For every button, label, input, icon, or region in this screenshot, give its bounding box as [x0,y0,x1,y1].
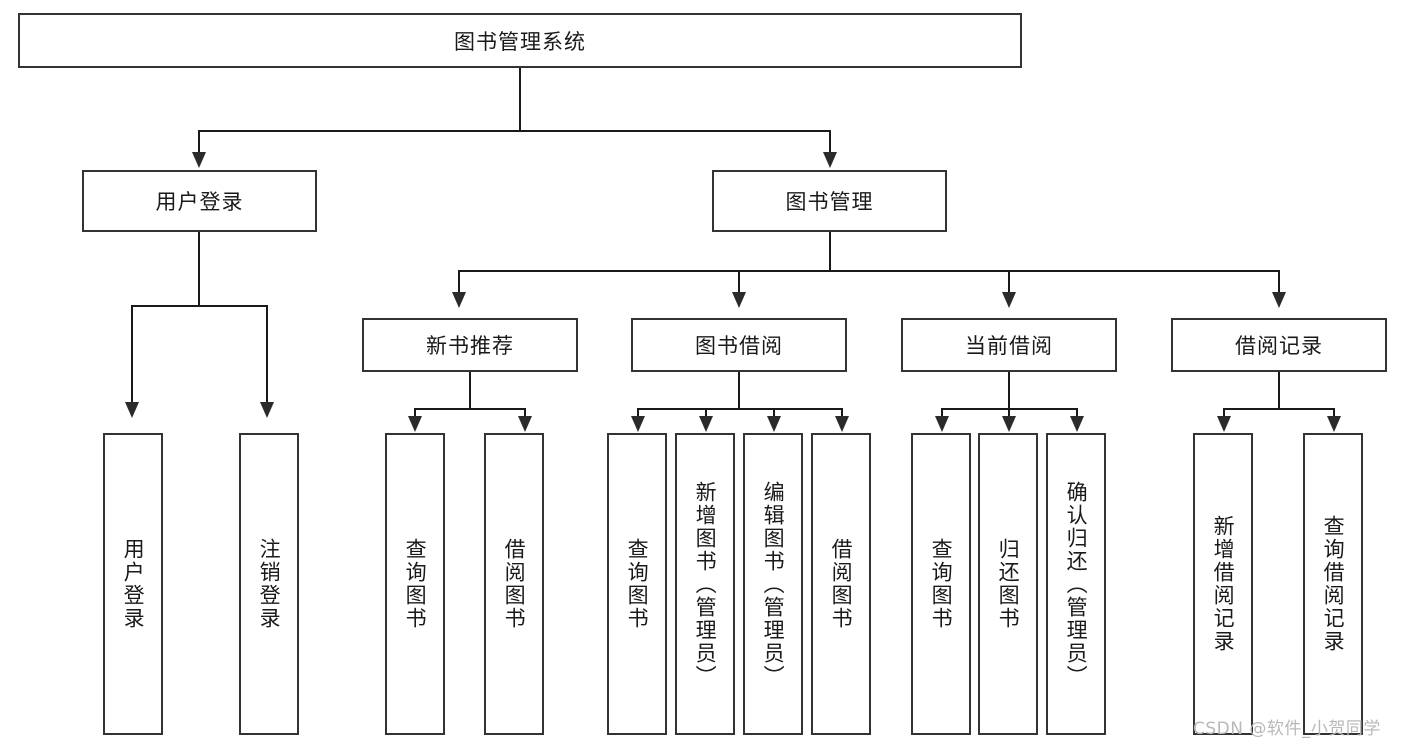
connector-bookmgmt-bus [458,270,1280,272]
leaf-add-borrow-record[interactable]: 新增借阅记录 [1193,433,1253,735]
arrowhead-leaf-query-book-1 [408,416,422,432]
leaf-user-login[interactable]: 用户登录 [103,433,163,735]
connector-borrow-drop-4 [841,408,843,418]
connector-login-drop-2 [266,305,268,404]
leaf-query-book-recommend[interactable]: 查询图书 [385,433,445,735]
node-book-management-label: 图书管理 [785,190,874,214]
connector-current-drop-1 [941,408,943,418]
connector-borrow-drop-1 [637,408,639,418]
connector-current-stem [1008,372,1010,408]
connector-bookmgmt-drop-3 [1008,270,1010,294]
leaf-return-book[interactable]: 归还图书 [978,433,1038,735]
arrowhead-leaf-add-record [1217,416,1231,432]
arrowhead-leaf-borrow-book-1 [518,416,532,432]
arrowhead-borrow [732,292,746,308]
connector-bookmgmt-stem [829,232,831,270]
node-book-borrow-label: 图书借阅 [695,334,783,358]
connector-login-bus [131,305,268,307]
arrowhead-leaf-user-login [125,402,139,418]
leaf-confirm-return[interactable]: 确认归还（管理员） [1046,433,1106,735]
leaf-edit-book-label: 编辑图书（管理员） [761,480,786,688]
node-root[interactable]: 图书管理系统 [18,13,1022,68]
connector-bookmgmt-drop-4 [1278,270,1280,294]
leaf-add-book[interactable]: 新增图书（管理员） [675,433,735,735]
connector-borrow-stem [738,372,740,408]
leaf-borrow-book-label: 借阅图书 [829,538,854,630]
node-book-management[interactable]: 图书管理 [712,170,947,232]
arrowhead-leaf-query-record [1327,416,1341,432]
connector-root-drop-bookmgmt [829,130,831,154]
connector-recommend-stem [469,372,471,408]
arrowhead-leaf-query-book-3 [935,416,949,432]
connector-bookmgmt-drop-2 [738,270,740,294]
arrowhead-bookmgmt [823,152,837,168]
leaf-return-book-label: 归还图书 [996,538,1021,630]
leaf-logout-label: 注销登录 [257,538,282,630]
connector-current-drop-3 [1076,408,1078,418]
arrowhead-leaf-edit-book [767,416,781,432]
arrowhead-login [192,152,206,168]
leaf-edit-book[interactable]: 编辑图书（管理员） [743,433,803,735]
arrowhead-leaf-query-book-2 [631,416,645,432]
connector-recommend-bus [414,408,526,410]
leaf-query-borrow-record[interactable]: 查询借阅记录 [1303,433,1363,735]
watermark: CSDN @软件_小贺同学 [1193,719,1381,739]
node-user-login-label: 用户登录 [155,190,244,214]
node-user-login[interactable]: 用户登录 [82,170,317,232]
connector-borrow-drop-2 [705,408,707,418]
connector-login-drop-1 [131,305,133,404]
leaf-query-book-recommend-label: 查询图书 [403,538,428,630]
leaf-query-borrow-record-label: 查询借阅记录 [1321,515,1346,653]
arrowhead-leaf-logout [260,402,274,418]
leaf-borrow-book[interactable]: 借阅图书 [811,433,871,735]
leaf-query-book-current-label: 查询图书 [929,538,954,630]
connector-records-bus [1223,408,1335,410]
node-borrow-records[interactable]: 借阅记录 [1171,318,1387,372]
connector-records-stem [1278,372,1280,408]
node-book-borrow[interactable]: 图书借阅 [631,318,847,372]
connector-borrow-drop-3 [773,408,775,418]
leaf-logout[interactable]: 注销登录 [239,433,299,735]
leaf-confirm-return-label: 确认归还（管理员） [1064,480,1089,688]
connector-login-stem [198,232,200,305]
connector-records-drop-2 [1333,408,1335,418]
arrowhead-recommend [452,292,466,308]
leaf-user-login-label: 用户登录 [121,538,146,630]
node-new-book-recommend-label: 新书推荐 [426,334,514,358]
connector-recommend-drop-2 [524,408,526,418]
arrowhead-leaf-add-book [699,416,713,432]
connector-root-drop-login [198,130,200,154]
leaf-query-book-current[interactable]: 查询图书 [911,433,971,735]
connector-root-bus [198,130,831,132]
node-borrow-records-label: 借阅记录 [1235,334,1323,358]
arrowhead-current [1002,292,1016,308]
leaf-borrow-book-recommend[interactable]: 借阅图书 [484,433,544,735]
connector-borrow-bus [637,408,843,410]
arrowhead-records [1272,292,1286,308]
arrowhead-leaf-borrow-book-2 [835,416,849,432]
leaf-borrow-book-recommend-label: 借阅图书 [502,538,527,630]
connector-root-stem [519,68,521,130]
node-new-book-recommend[interactable]: 新书推荐 [362,318,578,372]
leaf-query-book-borrow-label: 查询图书 [625,538,650,630]
leaf-add-book-label: 新增图书（管理员） [693,480,718,688]
arrowhead-leaf-return-book [1002,416,1016,432]
connector-bookmgmt-drop-1 [458,270,460,294]
node-current-borrow[interactable]: 当前借阅 [901,318,1117,372]
connector-current-drop-2 [1008,408,1010,418]
node-current-borrow-label: 当前借阅 [965,334,1053,358]
arrowhead-leaf-confirm-return [1070,416,1084,432]
leaf-query-book-borrow[interactable]: 查询图书 [607,433,667,735]
leaf-add-borrow-record-label: 新增借阅记录 [1211,515,1236,653]
connector-recommend-drop-1 [414,408,416,418]
node-root-label: 图书管理系统 [454,29,586,54]
connector-records-drop-1 [1223,408,1225,418]
